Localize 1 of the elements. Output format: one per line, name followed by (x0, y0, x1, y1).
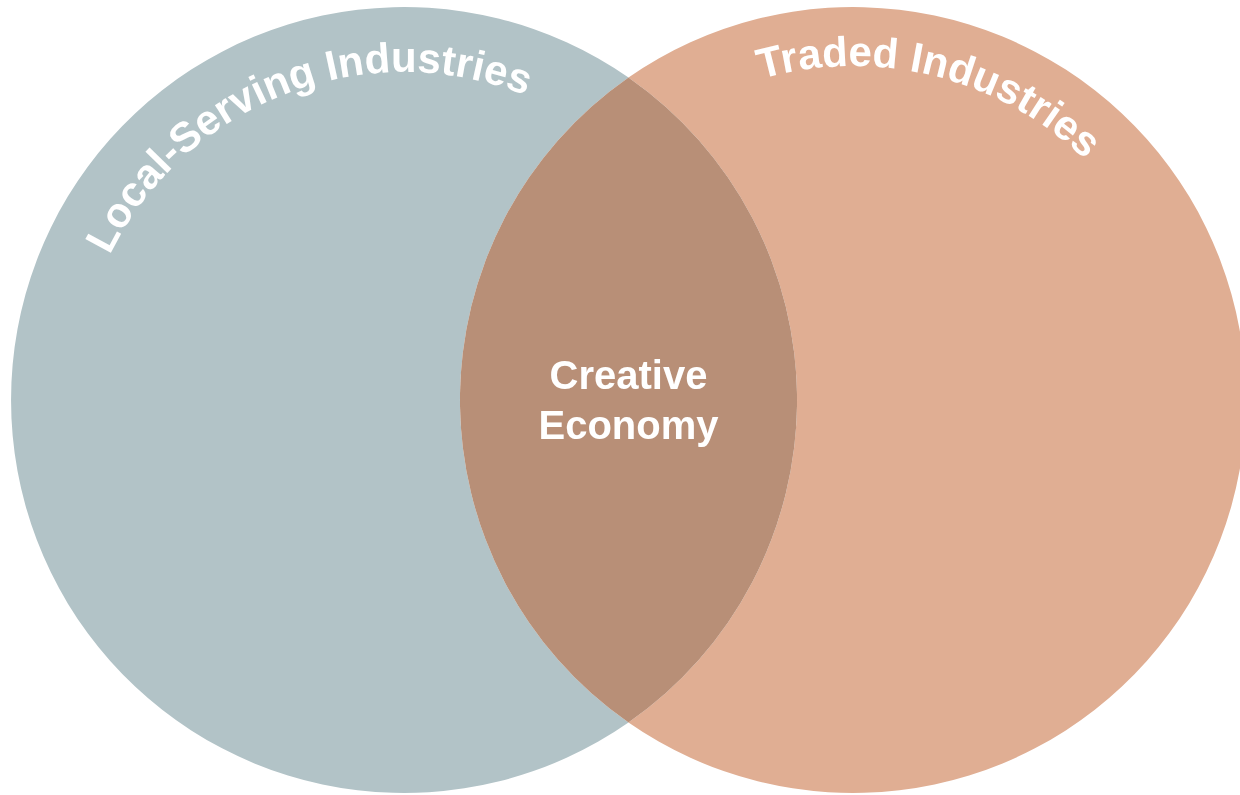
overlap-label: Creative Economy (537, 352, 720, 449)
